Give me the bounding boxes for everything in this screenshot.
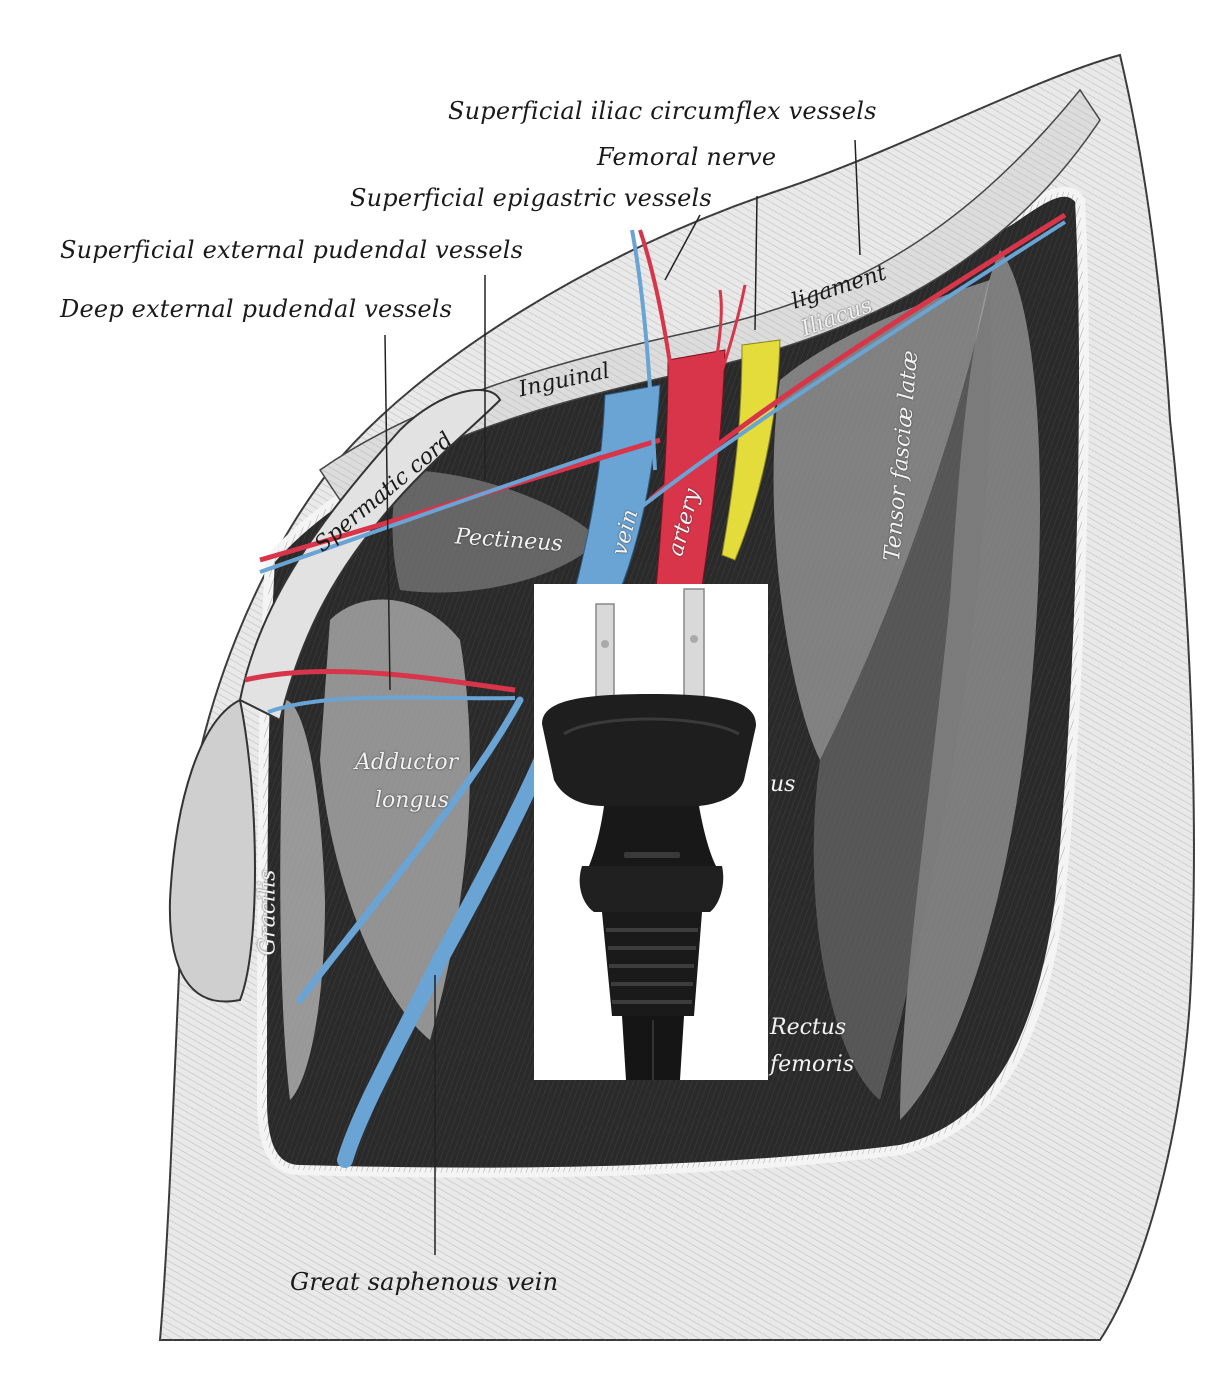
pectineus-muscle bbox=[392, 470, 600, 593]
power-plug-overlay bbox=[534, 584, 768, 1080]
superficial-external-pudendal-vein bbox=[259, 448, 611, 574]
label-deep-external-pudendal: Deep external pudendal vessels bbox=[60, 295, 453, 323]
femoral-branches bbox=[703, 284, 747, 421]
superficial-iliac-circumflex-artery bbox=[648, 212, 1067, 502]
plug-collar bbox=[579, 866, 724, 912]
tensor-fasciae-muscle bbox=[900, 250, 1040, 1120]
label-femoral-nerve: Femoral nerve bbox=[597, 143, 777, 171]
label-great-saphenous-vein: Great saphenous vein bbox=[290, 1268, 559, 1296]
label-longus: longus bbox=[375, 788, 449, 813]
power-plug-icon bbox=[542, 588, 756, 1080]
superficial-iliac-circumflex-vein bbox=[638, 220, 1067, 510]
deep-external-pudendal-artery bbox=[244, 668, 516, 693]
label-femoris: femoris bbox=[770, 1052, 855, 1077]
strain-relief-ridges bbox=[606, 928, 698, 1004]
label-sartorius-fragment: us bbox=[770, 772, 796, 797]
deep-external-pudendal-vein bbox=[267, 695, 516, 714]
iliacus-muscle bbox=[773, 280, 990, 760]
label-gracilis: Gracilis bbox=[255, 869, 281, 956]
spermatic-cord bbox=[238, 389, 502, 722]
label-adductor: Adductor bbox=[355, 750, 459, 775]
label-rectus: Rectus bbox=[770, 1015, 847, 1040]
label-superficial-epigastric: Superficial epigastric vessels bbox=[350, 184, 712, 212]
gracilis-muscle bbox=[280, 700, 325, 1100]
left-bulge bbox=[168, 698, 256, 1003]
plug-head bbox=[542, 694, 756, 806]
inguinal-ligament-hatch bbox=[320, 90, 1100, 500]
sartorius-muscle bbox=[813, 280, 992, 1100]
superficial-epigastric-vein bbox=[630, 229, 657, 471]
plug-neck bbox=[589, 806, 716, 866]
saphenous-tributary bbox=[296, 696, 524, 1004]
superficial-epigastric-artery bbox=[638, 229, 682, 431]
label-superficial-external-pudendal: Superficial external pudendal vessels bbox=[60, 236, 524, 264]
leader-lines bbox=[384, 139, 861, 1255]
adductor-muscle bbox=[320, 599, 470, 1040]
label-superficial-iliac-circumflex: Superficial iliac circumflex vessels bbox=[448, 97, 877, 125]
